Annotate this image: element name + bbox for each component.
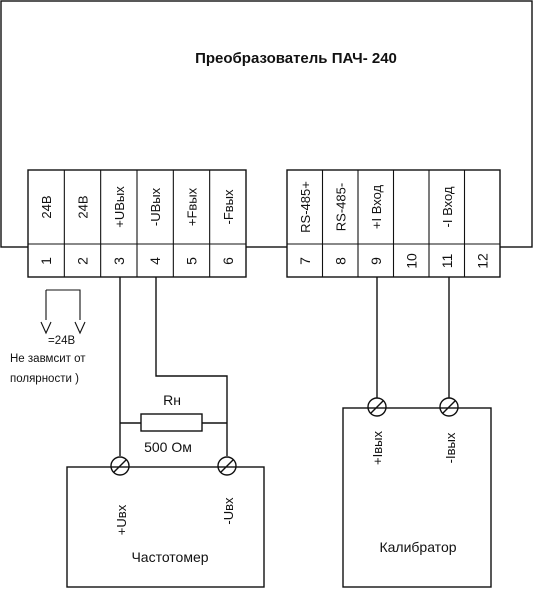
resistor-value: 500 Ом [144, 439, 192, 455]
resistor-body [140, 413, 203, 432]
terminal-label: RS-485- [333, 183, 348, 231]
power-arrows: =24В Не завмсит от полярности ) [10, 289, 86, 385]
terminal-label: -UВых [148, 187, 163, 226]
terminal-uin-plus-slot [113, 459, 127, 473]
arrow-2-icon [74, 321, 86, 335]
power-note-line1: Не завмсит от [10, 353, 86, 365]
terminal-uin-minus-slot [220, 459, 234, 473]
terminal-label: -Fвых [221, 189, 236, 225]
power-voltage: =24В [48, 335, 76, 347]
resistor-name: Rн [163, 392, 181, 408]
terminal-number: 4 [147, 257, 163, 265]
terminal-iout-plus-icon [367, 397, 387, 417]
wire-minus-uout [155, 277, 228, 423]
terminal-label: +Fвых [185, 187, 200, 226]
terminal-iout-plus-slot [370, 400, 384, 414]
terminal-number: 11 [439, 254, 455, 269]
iout-minus-label: -Iвых [443, 432, 458, 463]
terminal-number: 10 [403, 253, 419, 269]
terminal-number: 12 [474, 253, 490, 269]
power-note-line2: полярности ) [10, 373, 79, 385]
terminal-label: -I Вход [440, 186, 455, 227]
frequency-meter-title: Частотомер [131, 549, 208, 565]
terminal-label: 24В [39, 195, 54, 218]
terminal-label: 24В [76, 195, 91, 218]
arrow-1-icon [40, 321, 52, 335]
iout-plus-label: +Iвых [370, 431, 385, 465]
terminal-label: RS-485+ [298, 181, 313, 233]
terminal-label: +I Вход [369, 184, 384, 229]
terminal-number: 8 [332, 257, 348, 265]
terminal-number: 7 [297, 257, 313, 265]
calibrator-title: Калибратор [379, 539, 456, 555]
power-wires [45, 289, 81, 320]
uout-wires: Rн 500 Ом [119, 277, 228, 456]
terminal-number: 1 [38, 257, 54, 265]
terminal-iout-minus-slot [442, 400, 456, 414]
terminal-number: 9 [368, 257, 384, 265]
frequency-meter-box [66, 466, 265, 588]
uin-plus-label: +Uвх [114, 504, 129, 535]
calibrator-box [342, 407, 492, 588]
terminal-label: +UВых [112, 186, 127, 228]
terminal-uin-minus-icon [217, 456, 237, 476]
terminal-uin-plus-icon [110, 456, 130, 476]
terminal-number: 2 [75, 257, 91, 265]
converter-title: Преобразователь ПАЧ- 240 [195, 50, 397, 67]
terminal-number: 5 [184, 257, 200, 265]
terminal-iout-minus-icon [439, 397, 459, 417]
uin-minus-label: -Uвх [221, 497, 236, 525]
calibrator: +Iвых -Iвых Калибратор [342, 397, 492, 588]
frequency-meter: +Uвх -Uвх Частотомер [66, 456, 265, 588]
terminal-number: 3 [111, 257, 127, 265]
iin-wires [376, 277, 450, 398]
terminal-number: 6 [220, 257, 236, 265]
